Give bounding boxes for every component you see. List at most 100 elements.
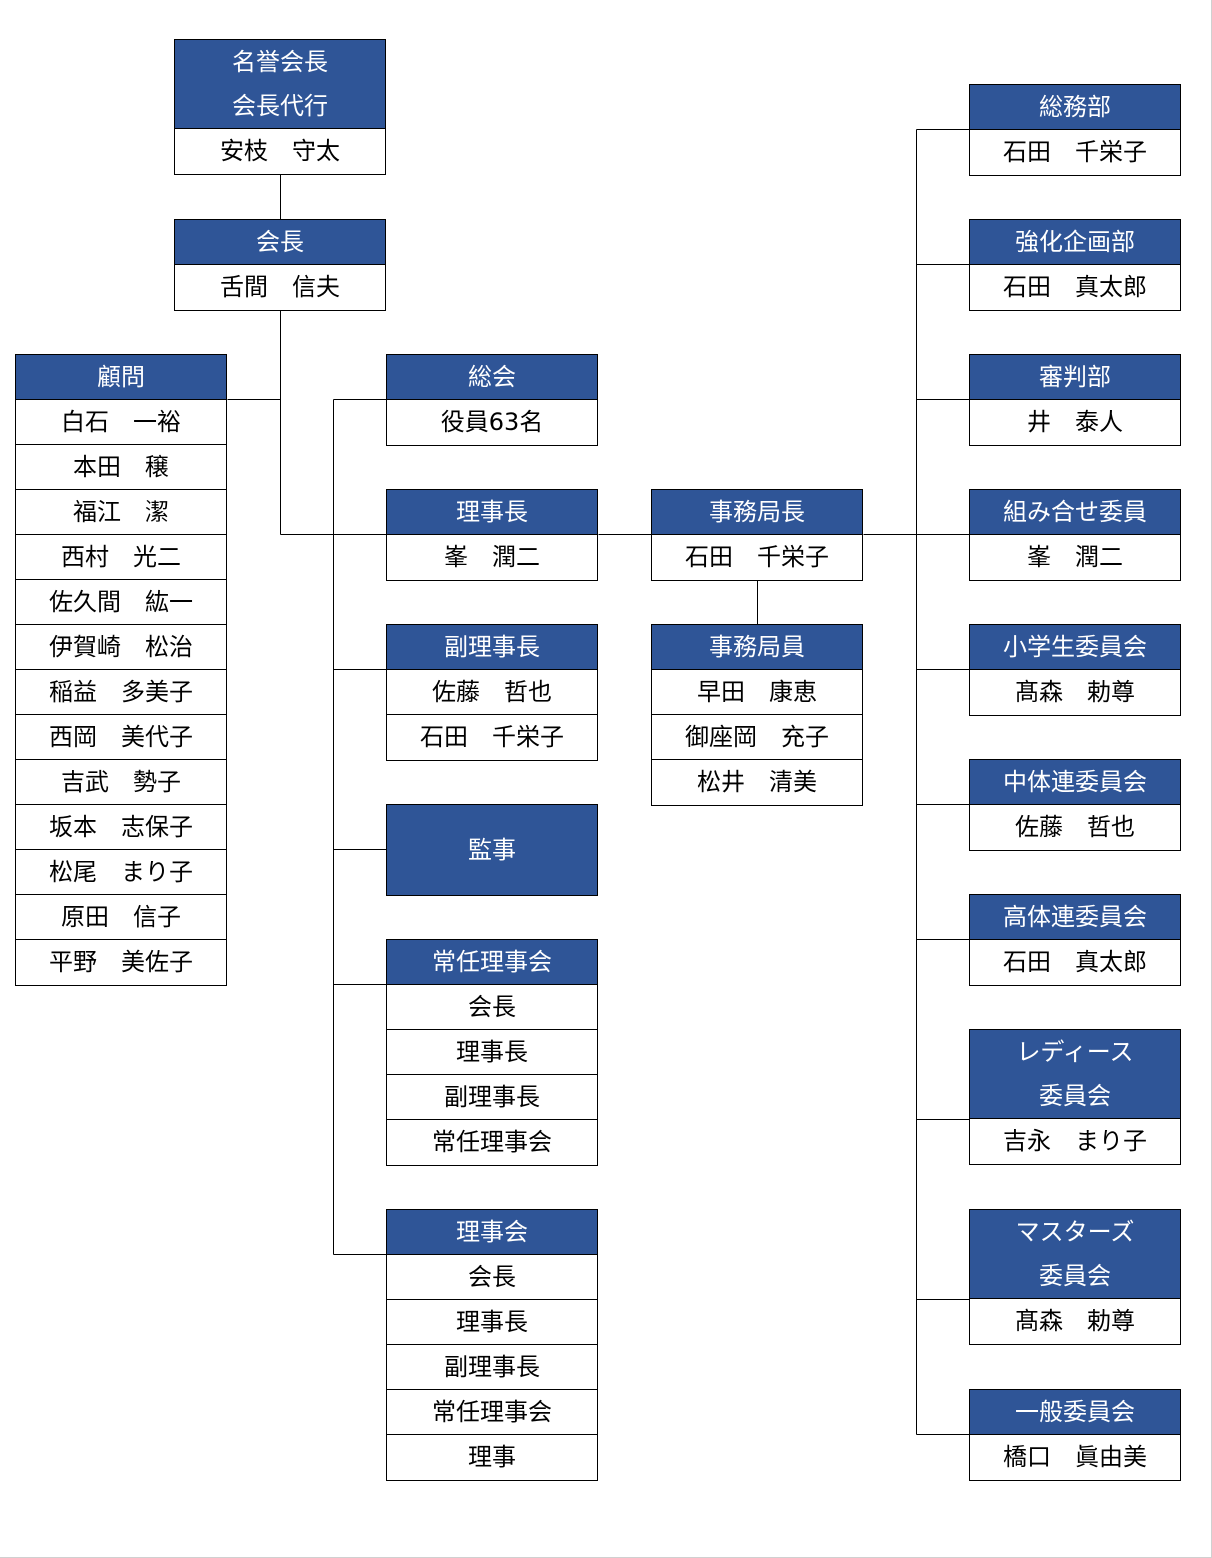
node-header: 組み合せ委員: [970, 490, 1180, 535]
node-header: マスターズ委員会: [970, 1210, 1180, 1299]
node-row: 峯 潤二: [1027, 543, 1123, 571]
node-header: 事務局長: [652, 490, 862, 535]
node-strengthening: 強化企画部石田 真太郎: [969, 219, 1181, 311]
node-title: レディース: [1016, 1038, 1134, 1066]
node-row: 峯 潤二: [444, 543, 540, 571]
node-title: 組み合せ委員: [1003, 498, 1147, 526]
node-row: 松尾 まり子: [16, 850, 226, 895]
node-elementary: 小学生委員会髙森 勅尊: [969, 624, 1181, 716]
node-ladies: レディース委員会吉永 まり子: [969, 1029, 1181, 1165]
node-row: 松井 清美: [697, 768, 817, 796]
node-row: 石田 千栄子: [685, 543, 829, 571]
node-row: 白石 一裕: [16, 400, 226, 445]
node-header: 名誉会長会長代行: [175, 40, 385, 129]
node-row: 副理事長: [387, 1075, 597, 1120]
node-header: 監事: [387, 805, 597, 895]
node-title: マスターズ: [1015, 1218, 1135, 1246]
node-row: 髙森 勅尊: [1015, 678, 1135, 706]
node-header: 総務部: [970, 85, 1180, 130]
node-row: 石田 千栄子: [420, 723, 564, 751]
node-row: 井 泰人: [1027, 408, 1123, 436]
node-title: 常任理事会: [432, 948, 552, 976]
node-row: 本田 穣: [16, 445, 226, 490]
node-president: 会長舌間 信夫: [174, 219, 386, 311]
node-header: 高体連委員会: [970, 895, 1180, 940]
node-row: 会長: [387, 985, 597, 1030]
node-row: 御座岡 充子: [652, 715, 862, 760]
node-title: 委員会: [1039, 1082, 1111, 1110]
node-row: 平野 美佐子: [49, 948, 193, 976]
node-row: 佐藤 哲也: [1015, 813, 1135, 841]
node-header: 小学生委員会: [970, 625, 1180, 670]
node-advisors: 顧問白石 一裕本田 穣福江 潔西村 光二佐久間 紘一伊賀崎 松治稲益 多美子西岡…: [15, 354, 227, 986]
node-header: 総会: [387, 355, 597, 400]
node-row: 坂本 志保子: [16, 805, 226, 850]
node-row: 副理事長: [387, 1345, 597, 1390]
node-vice-chairman: 副理事長佐藤 哲也石田 千栄子: [386, 624, 598, 761]
node-title: 理事長: [456, 498, 528, 526]
node-header: 副理事長: [387, 625, 597, 670]
node-row: 石田 千栄子: [1003, 138, 1147, 166]
node-title: 強化企画部: [1015, 228, 1135, 256]
node-title: 副理事長: [444, 633, 540, 661]
node-masters: マスターズ委員会髙森 勅尊: [969, 1209, 1181, 1345]
node-title: 事務局員: [709, 633, 805, 661]
node-general-assembly: 総会役員63名: [386, 354, 598, 446]
node-header: 顧問: [16, 355, 226, 400]
node-secretariat-staff: 事務局員早田 康恵御座岡 充子松井 清美: [651, 624, 863, 806]
node-title: 小学生委員会: [1003, 633, 1147, 661]
node-row: 吉永 まり子: [1003, 1127, 1147, 1155]
node-row: 吉武 勢子: [16, 760, 226, 805]
node-header: 理事長: [387, 490, 597, 535]
node-header: 中体連委員会: [970, 760, 1180, 805]
node-row: 理事長: [387, 1030, 597, 1075]
node-row: 理事: [468, 1443, 516, 1471]
node-general-affairs: 総務部石田 千栄子: [969, 84, 1181, 176]
node-title: 一般委員会: [1015, 1398, 1135, 1426]
node-auditor: 監事: [386, 804, 598, 896]
node-header: 会長: [175, 220, 385, 265]
node-header: 一般委員会: [970, 1390, 1180, 1435]
node-row: 舌間 信夫: [220, 273, 340, 301]
node-header: 事務局員: [652, 625, 862, 670]
node-title: 審判部: [1039, 363, 1111, 391]
node-row: 西岡 美代子: [16, 715, 226, 760]
node-title: 名誉会長: [232, 48, 328, 76]
node-row: 伊賀崎 松治: [16, 625, 226, 670]
node-row: 髙森 勅尊: [1015, 1307, 1135, 1335]
node-title: 総会: [468, 363, 516, 391]
node-title: 顧問: [97, 363, 145, 391]
node-title: 会長: [256, 228, 304, 256]
node-row: 石田 真太郎: [1003, 948, 1147, 976]
node-title: 会長代行: [232, 92, 328, 120]
node-row: 安枝 守太: [220, 137, 340, 165]
node-row: 西村 光二: [16, 535, 226, 580]
node-header: 審判部: [970, 355, 1180, 400]
node-title: 高体連委員会: [1003, 903, 1147, 931]
node-row: 橋口 眞由美: [1003, 1443, 1147, 1471]
node-title: 理事会: [456, 1218, 528, 1246]
node-row: 石田 真太郎: [1003, 273, 1147, 301]
node-title: 事務局長: [709, 498, 805, 526]
node-general-committee: 一般委員会橋口 眞由美: [969, 1389, 1181, 1481]
node-high-school: 高体連委員会石田 真太郎: [969, 894, 1181, 986]
node-row: 原田 信子: [16, 895, 226, 940]
node-row: 佐藤 哲也: [387, 670, 597, 715]
node-pairing: 組み合せ委員峯 潤二: [969, 489, 1181, 581]
node-standing-board: 常任理事会会長理事長副理事長常任理事会: [386, 939, 598, 1166]
node-row: 常任理事会: [387, 1390, 597, 1435]
node-title: 監事: [468, 836, 516, 864]
node-header: 強化企画部: [970, 220, 1180, 265]
node-row: 常任理事会: [432, 1128, 552, 1156]
node-row: 早田 康恵: [652, 670, 862, 715]
node-row: 佐久間 紘一: [16, 580, 226, 625]
node-row: 役員63名: [440, 408, 544, 436]
node-referee: 審判部井 泰人: [969, 354, 1181, 446]
node-title: 中体連委員会: [1003, 768, 1147, 796]
node-chairman: 理事長峯 潤二: [386, 489, 598, 581]
node-row: 会長: [387, 1255, 597, 1300]
node-header: 理事会: [387, 1210, 597, 1255]
node-header: レディース委員会: [970, 1030, 1180, 1119]
